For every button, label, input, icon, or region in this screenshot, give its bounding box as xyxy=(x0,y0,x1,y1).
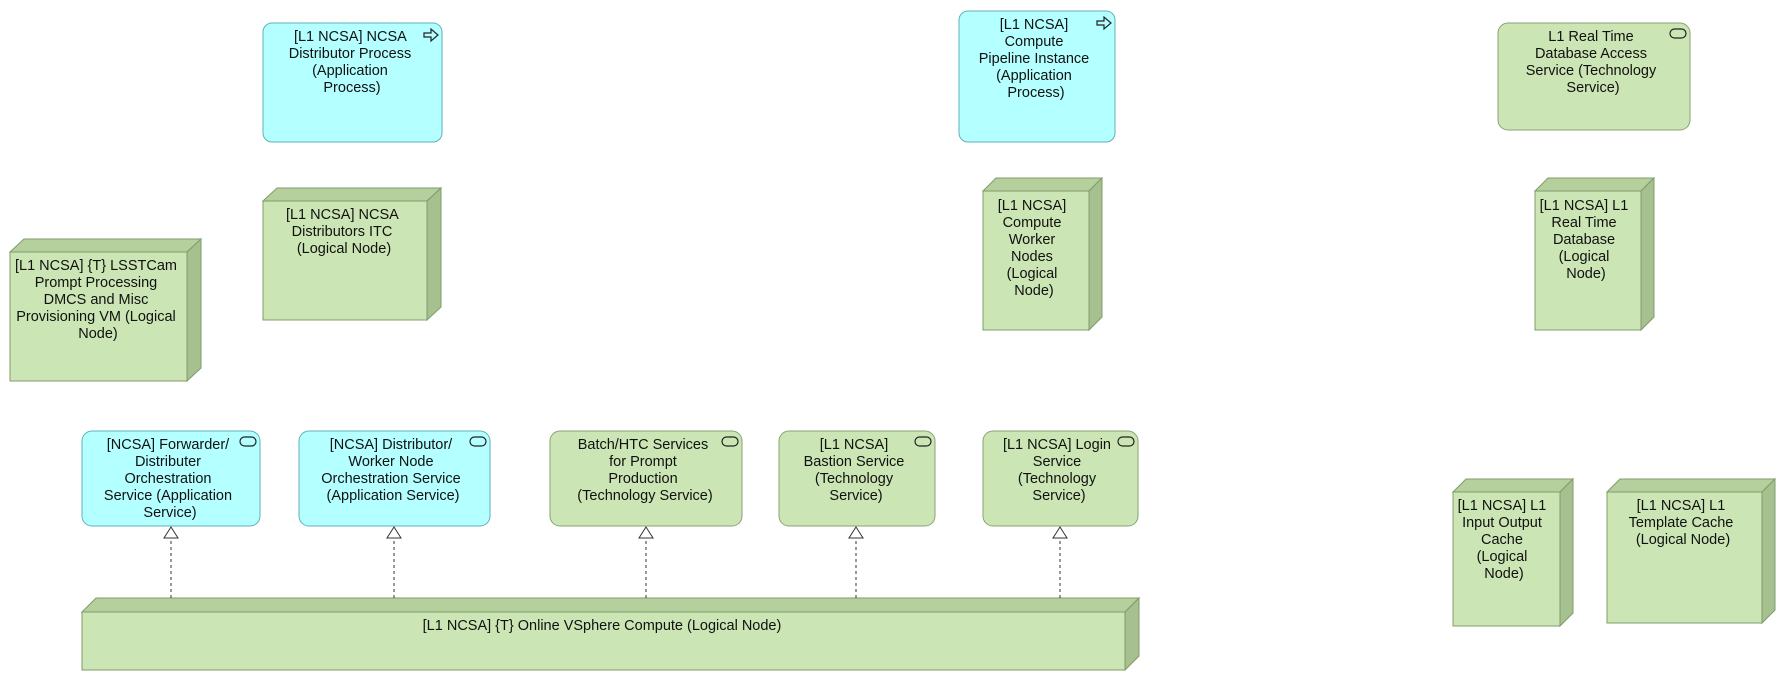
template-cache-label: [L1 NCSA] L1 Template Cache (Logical Nod… xyxy=(1629,498,1738,548)
forwarder-service-label: [NCSA] Forwarder/ Distributer Orchestrat… xyxy=(104,437,236,521)
distributor-process-box[interactable]: [L1 NCSA] NCSA Distributor Process (Appl… xyxy=(262,22,443,143)
process-arrow-icon xyxy=(423,27,439,43)
triangle-arrow-icon xyxy=(848,526,864,539)
vsphere-compute-label: [L1 NCSA] {T} Online VSphere Compute (Lo… xyxy=(423,618,782,634)
template-cache-node[interactable]: [L1 NCSA] L1 Template Cache (Logical Nod… xyxy=(1605,477,1777,625)
batch-htc-service-label: Batch/HTC Services for Prompt Production… xyxy=(577,437,712,504)
rt-database-label: [L1 NCSA] L1 Real Time Database (Logical… xyxy=(1540,198,1633,282)
vsphere-compute-node[interactable]: [L1 NCSA] {T} Online VSphere Compute (Lo… xyxy=(80,596,1141,672)
rt-db-access-service-label: L1 Real Time Database Access Service (Te… xyxy=(1526,29,1661,96)
realization-connector-worker-node[interactable] xyxy=(386,526,402,598)
distributors-itc-node[interactable]: [L1 NCSA] NCSA Distributors ITC (Logical… xyxy=(261,186,443,322)
triangle-arrow-icon xyxy=(386,526,402,539)
service-pill-icon xyxy=(721,436,739,447)
service-pill-icon xyxy=(1117,436,1135,447)
realization-connector-login[interactable] xyxy=(1052,526,1068,598)
service-pill-icon xyxy=(914,436,932,447)
lsstcam-prompt-vm-node[interactable]: [L1 NCSA] {T} LSSTCam Prompt Processing … xyxy=(8,237,203,383)
triangle-arrow-icon xyxy=(1052,526,1068,539)
triangle-arrow-icon xyxy=(638,526,654,539)
login-service-label: [L1 NCSA] Login Service (Technology Serv… xyxy=(1003,437,1115,504)
service-pill-icon xyxy=(1669,28,1687,39)
compute-pipeline-instance-box[interactable]: [L1 NCSA] Compute Pipeline Instance (App… xyxy=(958,10,1116,143)
distributors-itc-label: [L1 NCSA] NCSA Distributors ITC (Logical… xyxy=(286,207,402,257)
worker-node-service-box[interactable]: [NCSA] Distributor/ Worker Node Orchestr… xyxy=(298,430,491,527)
batch-htc-service-box[interactable]: Batch/HTC Services for Prompt Production… xyxy=(549,430,743,527)
rt-database-node[interactable]: [L1 NCSA] L1 Real Time Database (Logical… xyxy=(1533,176,1656,332)
triangle-arrow-icon xyxy=(163,526,179,539)
realization-connector-bastion[interactable] xyxy=(848,526,864,598)
compute-worker-nodes-node[interactable]: [L1 NCSA] Compute Worker Nodes (Logical … xyxy=(981,176,1104,332)
worker-node-service-label: [NCSA] Distributor/ Worker Node Orchestr… xyxy=(321,437,464,504)
input-output-cache-label: [L1 NCSA] L1 Input Output Cache (Logical… xyxy=(1458,498,1551,582)
forwarder-service-box[interactable]: [NCSA] Forwarder/ Distributer Orchestrat… xyxy=(81,430,261,527)
compute-pipeline-instance-label: [L1 NCSA] Compute Pipeline Instance (App… xyxy=(979,17,1093,101)
realization-connector-forwarder[interactable] xyxy=(163,526,179,598)
distributor-process-label: [L1 NCSA] NCSA Distributor Process (Appl… xyxy=(289,29,416,96)
compute-worker-nodes-label: [L1 NCSA] Compute Worker Nodes (Logical … xyxy=(998,198,1071,299)
bastion-service-box[interactable]: [L1 NCSA] Bastion Service (Technology Se… xyxy=(778,430,936,527)
realization-connector-batch-htc[interactable] xyxy=(638,526,654,598)
rt-db-access-service-box[interactable]: L1 Real Time Database Access Service (Te… xyxy=(1497,22,1691,131)
input-output-cache-node[interactable]: [L1 NCSA] L1 Input Output Cache (Logical… xyxy=(1451,477,1575,628)
login-service-box[interactable]: [L1 NCSA] Login Service (Technology Serv… xyxy=(982,430,1139,527)
bastion-service-label: [L1 NCSA] Bastion Service (Technology Se… xyxy=(804,437,909,504)
service-pill-icon xyxy=(239,436,257,447)
process-arrow-icon xyxy=(1096,15,1112,31)
service-pill-icon xyxy=(469,436,487,447)
lsstcam-prompt-vm-label: [L1 NCSA] {T} LSSTCam Prompt Processing … xyxy=(15,258,181,342)
